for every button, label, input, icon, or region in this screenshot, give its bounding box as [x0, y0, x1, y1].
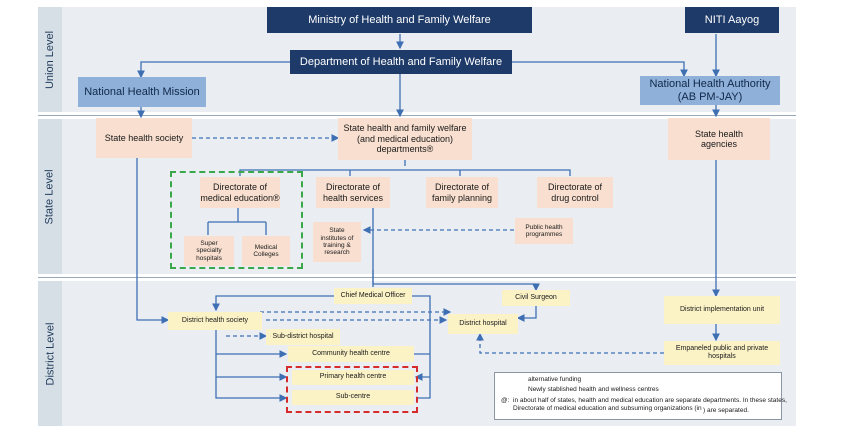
super-specialty-hospitals-box: Super specialty hospitals [184, 236, 234, 266]
legend-note-symbol: @: [501, 397, 510, 404]
state-health-society-box: State health society [96, 118, 192, 158]
district-health-society-box: District health society [168, 312, 262, 330]
dir-drug-control-box: Directorate of drug control [537, 177, 613, 208]
union-state-separator [38, 115, 796, 116]
medical-education-group [170, 171, 303, 269]
medical-colleges-box: Medical Colleges [242, 236, 290, 266]
bracket-directorates [239, 160, 571, 176]
arrow-dohfw-nhm [137, 61, 290, 79]
nhm-box: National Health Mission [78, 77, 206, 107]
arrow-cmo-dhsoc [212, 295, 334, 312]
union-level-label: Union Level [38, 7, 62, 112]
dashed-epph-dh [476, 332, 664, 354]
state-district-separator [38, 277, 796, 278]
legend [494, 372, 782, 420]
state-level-label: State Level [38, 119, 62, 274]
dir-health-services-box: Directorate of health services [316, 177, 390, 208]
line-dhs-down [372, 208, 540, 292]
primary-health-centre-box: Primary health centre [292, 370, 414, 385]
sub-district-hospital-box: Sub-district hospital [266, 329, 340, 345]
district-level-label: District Level [38, 281, 62, 426]
empaneled-hospitals-box: Empaneled public and private hospitals [664, 341, 780, 365]
arrow-dme-children [207, 208, 267, 235]
legend-alternative-funding: alternative funding [528, 376, 582, 383]
state-hfw-departments-box: State health and family welfare (and med… [338, 118, 472, 160]
nha-box: National Health Authority (AB PM-JAY) [640, 76, 780, 105]
public-health-programmes-box: Public health programmes [515, 218, 573, 244]
district-implementation-unit-box: District implementation unit [664, 296, 780, 324]
dohfw-box: Department of Health and Family Welfare [290, 50, 512, 74]
state-institutes-training-box: State institutes of training & research [313, 222, 361, 262]
civil-surgeon-box: Civil Surgeon [502, 290, 570, 306]
legend-note: in about half of states, health and medi… [513, 397, 787, 413]
arrow-cmo-facilities [412, 295, 431, 399]
chief-medical-officer-box: Chief Medical Officer [334, 288, 412, 304]
legend-new-centres: Newly stablished health and wellness cen… [528, 386, 659, 393]
mohfw-box: Ministry of Health and Family Welfare [267, 7, 532, 33]
arrow-cs-dh [516, 306, 537, 322]
dir-family-planning-box: Directorate of family planning [426, 177, 498, 208]
arrow-dhsoc-phc [215, 354, 288, 381]
community-health-centre-box: Community health centre [288, 346, 414, 362]
niti-aayog-box: NITI Aayog [685, 7, 779, 33]
district-hospital-box: District hospital [448, 314, 518, 334]
legend-note-end: ) are separated. [703, 407, 749, 414]
dir-medical-education-box: Directorate of medical education® [200, 177, 280, 208]
arrow-dhsoc-sc [215, 377, 288, 402]
arrow-shs-dhsoc [136, 158, 170, 324]
state-health-agencies-box: State health agencies [668, 118, 770, 160]
arrow-dohfw-nha-line [512, 61, 688, 78]
health-wellness-centres-group [286, 366, 418, 413]
sub-centre-box: Sub-centre [292, 390, 414, 405]
